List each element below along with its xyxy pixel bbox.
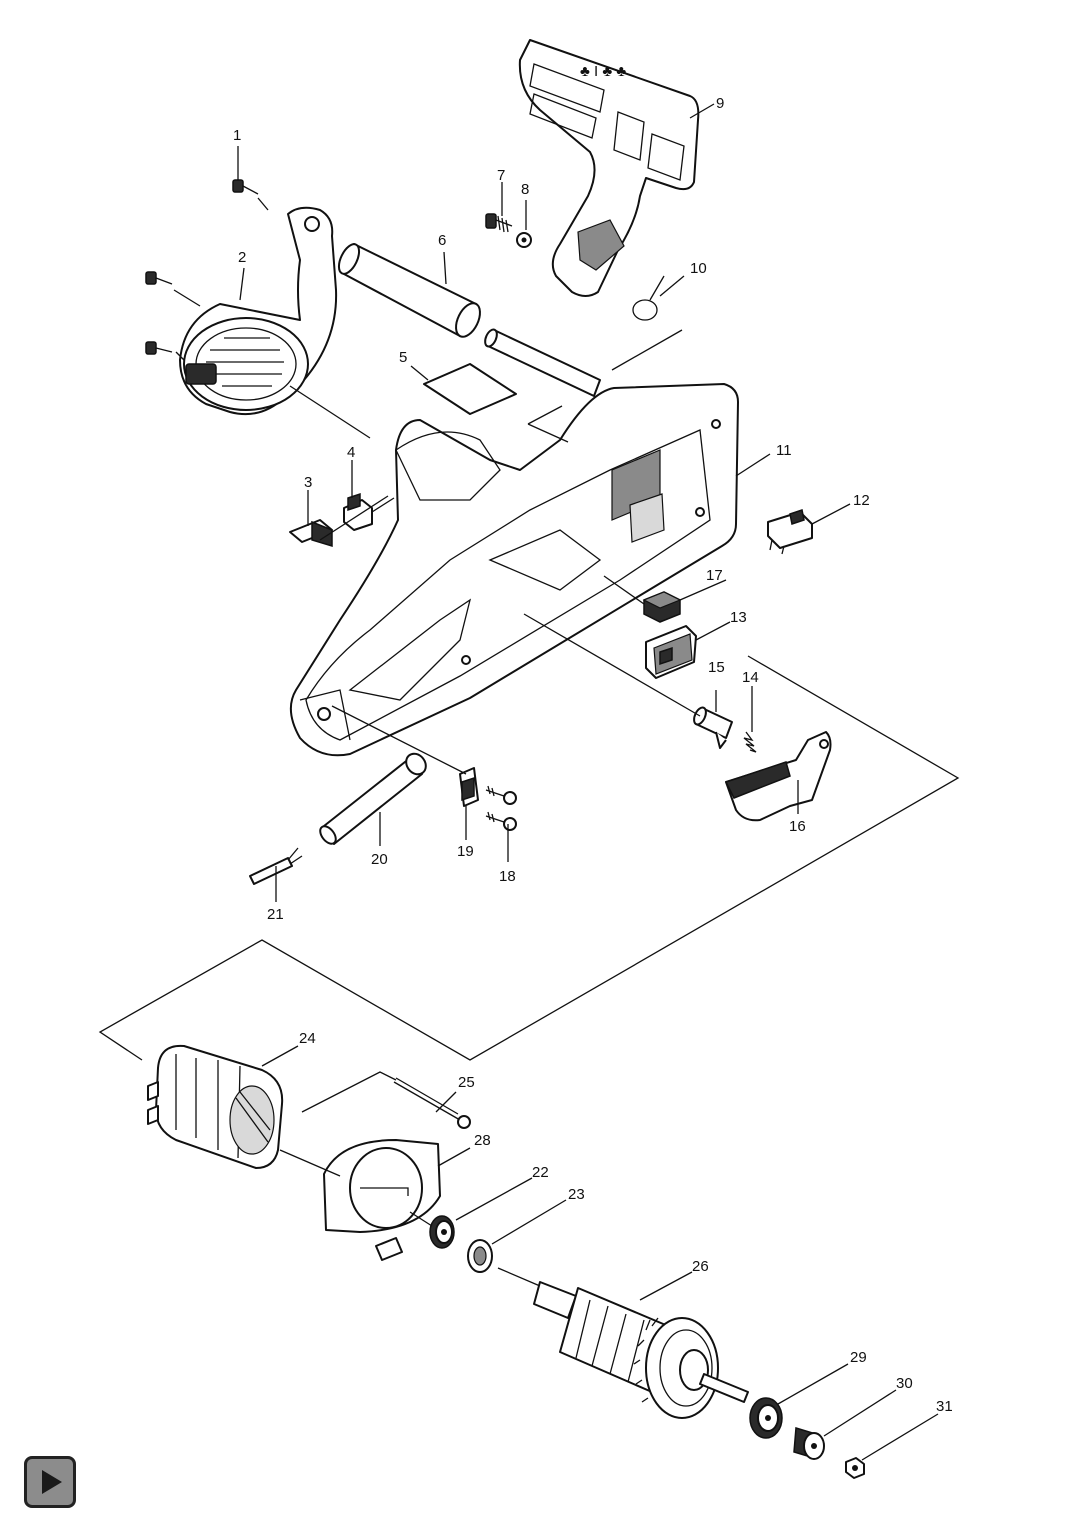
rear-handle-part: ♣ I ♣ ♣	[518, 39, 700, 297]
washer-part	[516, 232, 532, 248]
assembly-bracket-line	[527, 405, 569, 443]
callout-label: 4	[347, 444, 355, 461]
play-button[interactable]	[24, 1456, 76, 1508]
screw-part	[485, 811, 517, 831]
assembly-bracket-line	[98, 655, 960, 1061]
main-switch-part	[645, 625, 697, 679]
callout-label: 17	[706, 567, 723, 584]
fan-cover-part	[179, 206, 338, 416]
assembly-bracket-line	[301, 1071, 397, 1113]
callout-label: 11	[776, 442, 792, 459]
callout-label: 24	[299, 1030, 316, 1047]
screw-part	[232, 179, 259, 195]
cord-clamp-part	[459, 767, 479, 807]
callout-label: 6	[438, 232, 446, 249]
callout-label: 3	[304, 474, 312, 491]
micro-switch-part	[767, 509, 813, 555]
leader-lines	[173, 103, 939, 1461]
callout-label: 22	[532, 1164, 549, 1181]
screw-part	[145, 271, 173, 285]
compression-spring-part	[743, 731, 757, 753]
callout-label: 14	[742, 669, 759, 686]
screw-part	[485, 785, 517, 805]
callout-label: 26	[692, 1258, 709, 1275]
insulation-washer-part	[467, 1239, 493, 1273]
callout-label: 23	[568, 1186, 585, 1203]
armature-part	[497, 1267, 749, 1419]
callout-label: 29	[850, 1349, 867, 1366]
tube-sleeve-part	[337, 243, 481, 338]
callout-label: 30	[896, 1375, 913, 1392]
callout-label: 19	[457, 843, 474, 860]
assembly-bracket-line	[611, 329, 683, 371]
screw-part	[145, 341, 173, 355]
callout-label: 31	[936, 1398, 953, 1415]
callout-label: 9	[716, 95, 724, 112]
shaft-part	[484, 328, 601, 397]
ball-bearing-part	[429, 1215, 455, 1249]
main-housing-part	[289, 383, 739, 757]
nut-part	[845, 1457, 865, 1479]
callout-label: 16	[789, 818, 806, 835]
callout-label: 21	[267, 906, 284, 923]
carbon-brush-part	[343, 492, 373, 531]
callout-label: 2	[238, 249, 246, 266]
ball-bearing-part	[749, 1397, 783, 1439]
lock-off-pin-part	[693, 706, 733, 749]
callout-label: 18	[499, 868, 516, 885]
spring-part	[632, 275, 665, 321]
callout-label: 10	[690, 260, 707, 277]
brush-holder-part	[289, 519, 333, 548]
callout-labels: 1 2 3 4 5 6 7 8 9 10 11 12 13 14 15 16 1…	[233, 95, 953, 1415]
callout-label: 15	[708, 659, 725, 676]
callout-label: 7	[497, 167, 505, 184]
screw-part	[485, 213, 513, 233]
callout-label: 1	[233, 127, 241, 144]
callout-label: 13	[730, 609, 747, 626]
baffle-plate-part	[323, 1139, 441, 1261]
callout-label: 12	[853, 492, 870, 509]
long-screw-part	[393, 1077, 471, 1129]
label-part	[423, 363, 517, 415]
field-part	[147, 1044, 284, 1169]
callout-label: 5	[399, 349, 407, 366]
callout-label: 25	[458, 1074, 475, 1091]
strain-relief-part	[319, 752, 427, 845]
trigger-part	[724, 731, 832, 822]
cord-part	[249, 847, 303, 885]
svg-text:♣ I ♣ ♣: ♣ I ♣ ♣	[580, 63, 626, 80]
block-part	[642, 591, 682, 623]
sleeve-part	[793, 1427, 825, 1460]
callout-label: 20	[371, 851, 388, 868]
callout-label: 8	[521, 181, 529, 198]
play-icon	[42, 1470, 62, 1494]
callout-label: 28	[474, 1132, 491, 1149]
